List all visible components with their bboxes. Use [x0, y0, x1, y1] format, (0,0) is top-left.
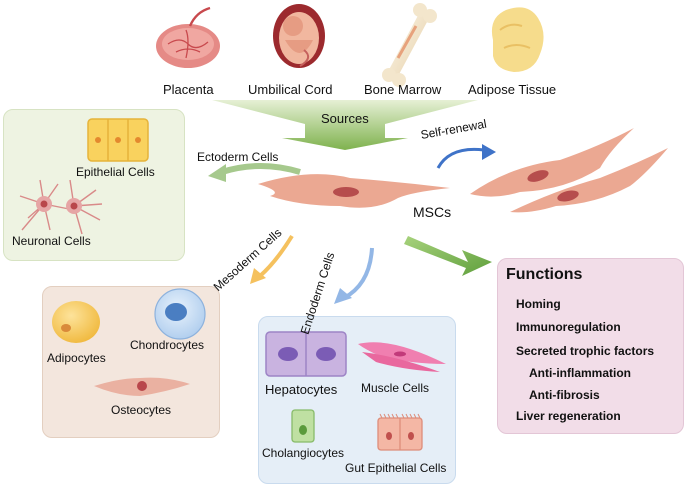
source-label-adipose-tissue: Adipose Tissue	[468, 82, 557, 97]
msc-label: MSCs	[413, 204, 452, 220]
cholangiocytes-label: Cholangiocytes	[262, 446, 345, 460]
function-item-immunoregulation: Immunoregulation	[516, 320, 621, 334]
function-item-anti-fibrosis: Anti-fibrosis	[529, 388, 600, 402]
osteocytes-label: Osteocytes	[111, 403, 172, 417]
gut-epithelial-icon	[377, 413, 423, 451]
functions-arrow	[404, 236, 492, 276]
hepatocytes-label: Hepatocytes	[265, 382, 338, 397]
adipocyte-icon	[52, 301, 100, 343]
function-item-homing: Homing	[516, 297, 561, 311]
msc-cell	[258, 174, 450, 208]
epithelial-cells-label: Epithelial Cells	[76, 165, 155, 179]
functions-panel	[497, 258, 684, 434]
muscle-cells-icon	[358, 342, 446, 372]
function-item-secreted-trophic-factors: Secreted trophic factors	[516, 344, 655, 358]
functions-title: Functions	[506, 266, 583, 283]
self-renewed-msc-cells	[470, 128, 668, 213]
hepatocytes-icon	[265, 331, 347, 377]
endoderm-arrow	[342, 247, 374, 300]
neuronal-cells-label: Neuronal Cells	[12, 234, 91, 248]
mesoderm-arrow	[258, 234, 294, 278]
adipocytes-label: Adipocytes	[47, 351, 106, 365]
chondrocytes-label: Chondrocytes	[130, 338, 205, 352]
source-label-umbilical-cord: Umbilical Cord	[248, 82, 333, 97]
sources-funnel-arrow	[212, 100, 478, 150]
ectoderm-arrow-label: Ectoderm Cells	[197, 150, 279, 164]
osteocyte-icon	[94, 377, 190, 396]
muscle-cells-label: Muscle Cells	[361, 381, 430, 395]
function-item-anti-inflammation: Anti-inflammation	[529, 366, 631, 380]
self-renewal-arrow	[436, 147, 485, 169]
source-label-placenta: Placenta	[163, 82, 214, 97]
sources-label: Sources	[321, 111, 369, 126]
umbilical-cord-icon	[273, 4, 325, 68]
epithelial-cells-icon	[87, 118, 149, 162]
source-label-bone-marrow: Bone Marrow	[364, 82, 442, 97]
neuronal-cells-icon	[19, 179, 103, 235]
adipose-tissue-icon	[491, 7, 544, 72]
cholangiocyte-icon	[291, 409, 315, 443]
placenta-icon	[156, 6, 220, 68]
bone-marrow-icon	[382, 3, 437, 87]
chondrocyte-icon	[154, 288, 206, 340]
function-item-liver-regeneration: Liver regeneration	[516, 409, 621, 423]
gut-epithelial-cells-label: Gut Epithelial Cells	[345, 461, 447, 475]
ectoderm-arrow	[221, 163, 301, 175]
